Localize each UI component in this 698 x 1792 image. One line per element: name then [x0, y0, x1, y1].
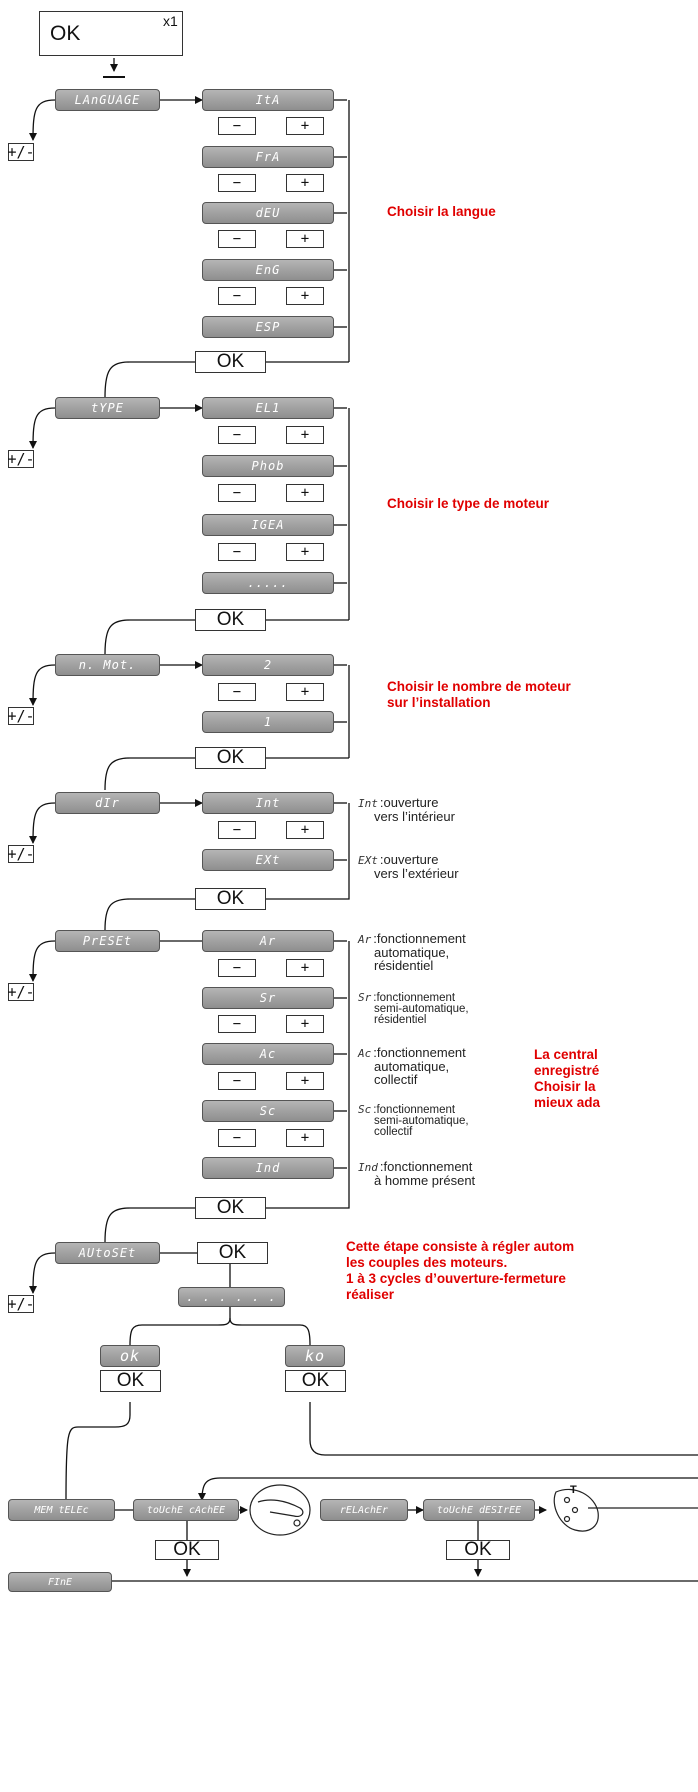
plus-button[interactable]: + [286, 1072, 324, 1090]
plus-button[interactable]: + [286, 1015, 324, 1033]
dir-desc-ext: EXt:ouverture vers l’extérieur [358, 852, 459, 881]
header-multiplier: x1 [163, 13, 178, 29]
option-ac[interactable]: Ac [202, 1043, 334, 1065]
minus-button[interactable]: − [218, 230, 256, 248]
ok-button-autoset-ko[interactable]: OK [285, 1370, 346, 1392]
pm-button-dir[interactable]: +/- [7, 844, 35, 863]
preset-desc-ar: Ar:fonctionnement automatique, résidenti… [358, 931, 466, 973]
ok-button-nmot[interactable]: OK [195, 747, 266, 769]
minus-button[interactable]: − [218, 287, 256, 305]
nmot-note-line2: sur l’installation [387, 695, 491, 710]
ok-button-language[interactable]: OK [195, 351, 266, 373]
menu-n-mot[interactable]: n. Mot. [55, 654, 160, 676]
header-box: OK x1 [39, 11, 183, 56]
option-ind[interactable]: Ind [202, 1157, 334, 1179]
nmot-note: Choisir le nombre de moteur sur l’instal… [387, 679, 571, 711]
plus-button[interactable]: + [286, 287, 324, 305]
minus-button[interactable]: − [218, 543, 256, 561]
plus-button[interactable]: + [286, 683, 324, 701]
minus-button[interactable]: − [218, 484, 256, 502]
option-deu[interactable]: dEU [202, 202, 334, 224]
menu-type[interactable]: tYPE [55, 397, 160, 419]
preset-desc-sr: Sr:fonctionnement semi-automatique, rési… [358, 991, 469, 1026]
plus-button[interactable]: + [286, 821, 324, 839]
pm-button-type[interactable]: +/- [7, 449, 35, 468]
ok-button-dir[interactable]: OK [195, 888, 266, 910]
nmot-note-line1: Choisir le nombre de moteur [387, 679, 571, 694]
minus-button[interactable]: − [218, 1015, 256, 1033]
finger-press-icon [249, 1484, 311, 1536]
autoset-progress-display: . . . . . . [178, 1287, 285, 1307]
plus-button[interactable]: + [286, 230, 324, 248]
ok-button-desired-key[interactable]: OK [446, 1539, 510, 1560]
option-fra[interactable]: FrA [202, 146, 334, 168]
minus-button[interactable]: − [218, 117, 256, 135]
plus-button[interactable]: + [286, 1129, 324, 1147]
option-eng[interactable]: EnG [202, 259, 334, 281]
pm-button-language[interactable]: +/- [7, 142, 35, 161]
option-1[interactable]: 1 [202, 711, 334, 733]
remote-release-icon [553, 1488, 698, 1532]
option-ar[interactable]: Ar [202, 930, 334, 952]
option-sc[interactable]: Sc [202, 1100, 334, 1122]
pm-button-preset[interactable]: +/- [7, 982, 35, 1001]
option-2[interactable]: 2 [202, 654, 334, 676]
plus-button[interactable]: + [286, 174, 324, 192]
plus-button[interactable]: + [286, 426, 324, 444]
minus-button[interactable]: − [218, 426, 256, 444]
release-display: rELAchEr [320, 1499, 408, 1521]
type-note: Choisir le type de moteur [387, 496, 550, 511]
minus-button[interactable]: − [218, 1072, 256, 1090]
plus-button[interactable]: + [286, 959, 324, 977]
menu-language[interactable]: LAnGUAGE [55, 89, 160, 111]
minus-button[interactable]: − [218, 821, 256, 839]
header-ok-label: OK [50, 22, 81, 45]
desired-key-display: toUchE dESIrEE [423, 1499, 535, 1521]
plus-button[interactable]: + [286, 543, 324, 561]
menu-mem-telec[interactable]: MEM tELEc [8, 1499, 115, 1521]
minus-button[interactable]: − [218, 1129, 256, 1147]
option-phob[interactable]: Phob [202, 455, 334, 477]
release-icon-label: T [570, 1484, 577, 1496]
menu-preset[interactable]: PrESEt [55, 930, 160, 952]
pm-button-nmot[interactable]: +/- [7, 706, 35, 725]
option-igea[interactable]: IGEA [202, 514, 334, 536]
pm-button-autoset[interactable]: +/- [7, 1294, 35, 1313]
preset-desc-ind: Ind:fonctionnement à homme présent [358, 1159, 476, 1188]
autoset-note: Cette étape consiste à régler autom les … [346, 1239, 575, 1302]
ok-button-hidden-key[interactable]: OK [155, 1539, 219, 1560]
plus-button[interactable]: + [286, 484, 324, 502]
preset-desc-ac: Ac:fonctionnement automatique, collectif [358, 1045, 466, 1087]
ok-button-type[interactable]: OK [195, 609, 266, 631]
plus-button[interactable]: + [286, 117, 324, 135]
preset-desc-sc: Sc:fonctionnement semi-automatique, coll… [358, 1103, 469, 1138]
hidden-key-display: toUchE cAchEE [133, 1499, 239, 1521]
autoset-ko-display: ko [285, 1345, 345, 1367]
menu-fine[interactable]: FInE [8, 1572, 112, 1592]
option-el1[interactable]: EL1 [202, 397, 334, 419]
ok-button-autoset-ok[interactable]: OK [100, 1370, 161, 1392]
option-int[interactable]: Int [202, 792, 334, 814]
option-ext[interactable]: EXt [202, 849, 334, 871]
option-esp[interactable]: ESP [202, 316, 334, 338]
language-note: Choisir la langue [387, 204, 496, 219]
ok-button-autoset[interactable]: OK [197, 1242, 268, 1264]
menu-dir[interactable]: dIr [55, 792, 160, 814]
dir-desc-int: Int:ouverture vers l’intérieur [358, 795, 455, 824]
minus-button[interactable]: − [218, 174, 256, 192]
option-sr[interactable]: Sr [202, 987, 334, 1009]
option-ita[interactable]: ItA [202, 89, 334, 111]
menu-autoset[interactable]: AUtoSEt [55, 1242, 160, 1264]
minus-button[interactable]: − [218, 683, 256, 701]
preset-note: La central enregistré Choisir la mieux a… [534, 1047, 601, 1110]
ok-button-preset[interactable]: OK [195, 1197, 266, 1219]
option-more[interactable]: ..... [202, 572, 334, 594]
minus-button[interactable]: − [218, 959, 256, 977]
autoset-ok-display: ok [100, 1345, 160, 1367]
